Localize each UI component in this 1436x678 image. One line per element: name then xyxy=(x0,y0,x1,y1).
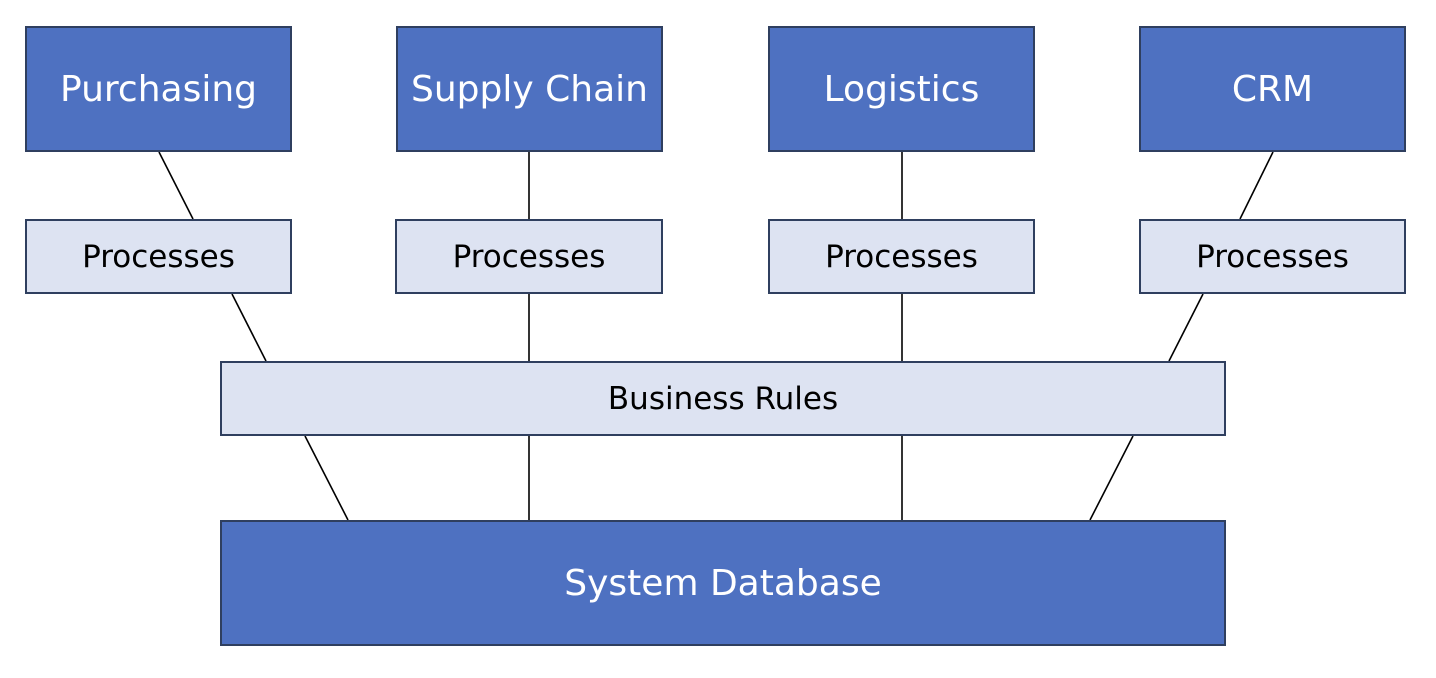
connector-business-rules-db-4 xyxy=(1089,435,1134,521)
processes-label: Processes xyxy=(82,238,235,275)
module-crm-label: CRM xyxy=(1231,68,1314,110)
connector-processes-1-business-rules xyxy=(231,293,267,362)
module-crm: CRM xyxy=(1139,26,1406,152)
system-database-label: System Database xyxy=(564,562,882,604)
module-purchasing-label: Purchasing xyxy=(60,68,257,110)
processes-label: Processes xyxy=(452,238,606,275)
module-supply-chain-label: Supply Chain xyxy=(411,68,648,110)
processes-box-logistics: Processes xyxy=(768,219,1035,294)
processes-box-supply-chain: Processes xyxy=(395,219,663,294)
connector-purchasing-processes xyxy=(158,151,194,220)
connector-crm-processes xyxy=(1239,151,1274,220)
module-logistics: Logistics xyxy=(768,26,1035,152)
system-database-box: System Database xyxy=(220,520,1226,646)
processes-label: Processes xyxy=(825,238,978,275)
processes-box-crm: Processes xyxy=(1139,219,1406,294)
business-rules-box: Business Rules xyxy=(220,361,1226,436)
connector-business-rules-db-1 xyxy=(304,435,349,521)
business-rules-label: Business Rules xyxy=(607,380,839,417)
processes-box-purchasing: Processes xyxy=(25,219,292,294)
module-supply-chain: Supply Chain xyxy=(396,26,663,152)
module-logistics-label: Logistics xyxy=(823,68,980,110)
processes-label: Processes xyxy=(1196,238,1349,275)
connector-processes-4-business-rules xyxy=(1168,293,1204,362)
module-purchasing: Purchasing xyxy=(25,26,292,152)
